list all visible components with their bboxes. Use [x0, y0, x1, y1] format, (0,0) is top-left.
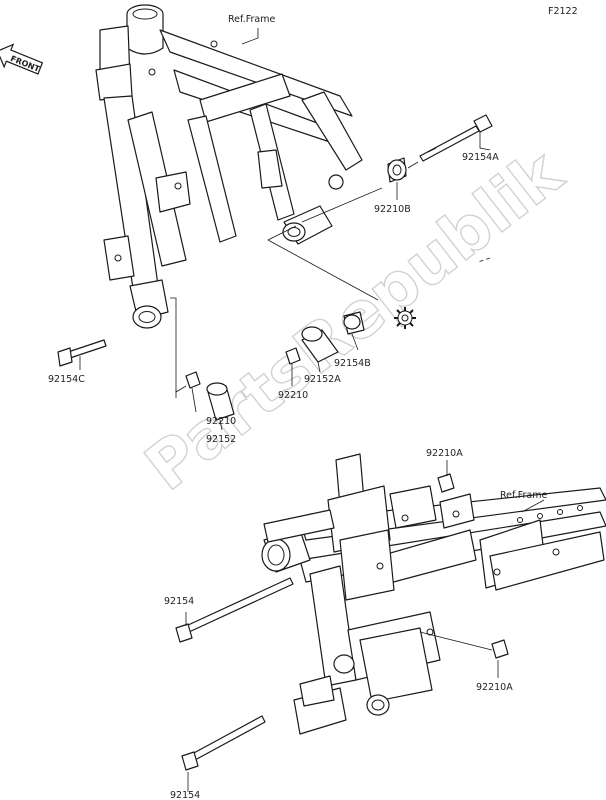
- part-label-92154c[interactable]: 92154C: [48, 374, 85, 385]
- part-label-92154b[interactable]: 92154B: [334, 358, 371, 369]
- part-label-92152a[interactable]: 92152A: [304, 374, 341, 385]
- front-arrow-icon: FRONT: [0, 43, 44, 75]
- gear-icon: [394, 307, 416, 329]
- part-label-92152[interactable]: 92152: [206, 434, 236, 445]
- part-labels: Ref.Frame 92154A 92210B 92154C 92154B 92…: [48, 14, 547, 800]
- part-label-92154-upper[interactable]: 92154: [164, 596, 194, 607]
- lower-guide-lines: [185, 460, 545, 792]
- upper-frame-drawing: [95, 4, 363, 329]
- bolt-92154a: [419, 114, 493, 162]
- bolt-92154-lower: [181, 715, 266, 771]
- spacer-92152: [206, 382, 235, 421]
- part-label-92210-lower[interactable]: 92210: [206, 416, 236, 427]
- spacer-92152a: [301, 326, 339, 363]
- ref-frame-lower-label[interactable]: Ref.Frame: [500, 490, 547, 501]
- part-label-92154a[interactable]: 92154A: [462, 152, 499, 163]
- nut-92210-lower: [185, 371, 201, 389]
- bolt-92154-upper: [175, 577, 294, 643]
- lower-hardware: [175, 473, 509, 771]
- diagram-code: F2122: [548, 6, 578, 17]
- nut-92210a-lower: [491, 639, 509, 659]
- part-label-92154-lower[interactable]: 92154: [170, 790, 200, 800]
- ref-frame-upper-label[interactable]: Ref.Frame: [228, 14, 275, 25]
- part-label-92210b[interactable]: 92210B: [374, 204, 411, 215]
- bolt-92154c: [57, 339, 107, 367]
- part-label-92210a-upper[interactable]: 92210A: [426, 448, 463, 459]
- part-label-92210-upper[interactable]: 92210: [278, 390, 308, 401]
- lower-frame-drawing: [261, 453, 606, 735]
- part-label-92210a-lower[interactable]: 92210A: [476, 682, 513, 693]
- nut-92210-upper: [285, 347, 301, 365]
- upper-guide-lines: [79, 28, 491, 431]
- bushing-92154b: [343, 311, 365, 335]
- nut-92210a-upper: [437, 473, 455, 493]
- collar-92210b: [387, 157, 407, 183]
- upper-hardware: [57, 114, 493, 421]
